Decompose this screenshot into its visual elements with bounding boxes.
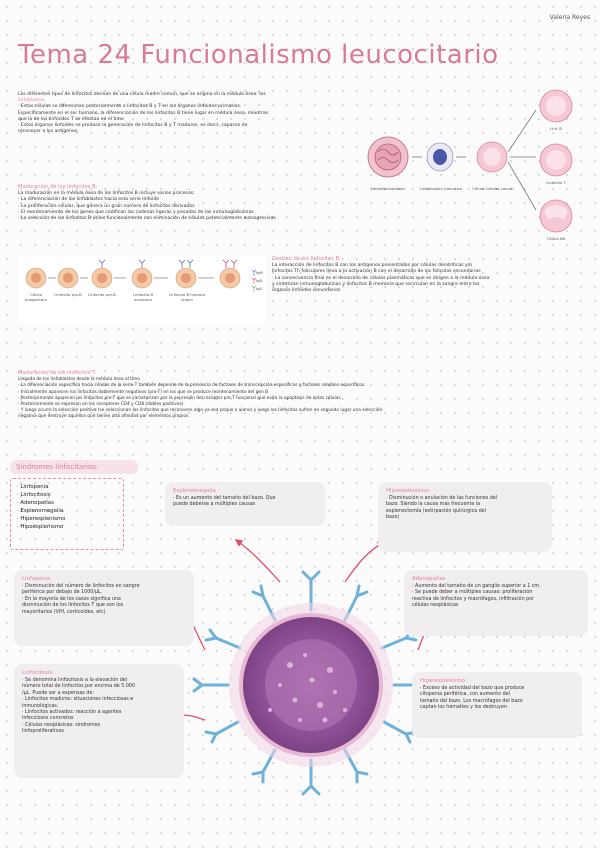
lineage-label: Linf. B — [550, 126, 562, 131]
card-line: · Se denomina linfocitosis a la elevació… — [22, 678, 128, 683]
list-item: · Hiperesplenismo — [17, 516, 66, 522]
card-line: periférica por debajo de 1000/µL. — [22, 590, 103, 596]
ig-legend: IgD — [256, 278, 263, 283]
card-line: bazo) — [386, 515, 400, 521]
list-item: · Linfopenia — [17, 484, 49, 490]
card-hiperesplenismo: Hiperesplenismo · Exceso de actividad de… — [412, 672, 582, 738]
section-title: Maduración de los linfocitos B: — [18, 184, 98, 190]
card-line: captan los hematíes y los destruyen — [420, 705, 507, 711]
intro-line: Los diferentes tipos de linfocitos deriv… — [18, 92, 266, 97]
sindromes-title: Síndromes linfocitarios: — [10, 460, 138, 474]
text-line: linfocitos Th foliculares lleva a la act… — [272, 269, 481, 275]
text-line: y sintetizan inmunoglobulinas y linfocit… — [272, 281, 480, 287]
section-title: Destino de los linfocitos B: — [272, 256, 341, 262]
section-title: Maduración de los linfocitos T: — [18, 370, 97, 376]
card-linfopenia: Linfopenia · Disminución del número de l… — [14, 570, 194, 646]
lineage-label: Célula NK — [546, 236, 566, 241]
card-line: puede deberse a múltiples causas — [173, 502, 256, 508]
ig-legend: IgG — [256, 286, 263, 291]
card-line: · Es un aumento del tamaño del bazo. Que — [173, 496, 276, 501]
card-line: · Disminución o anulación de las funcion… — [386, 496, 498, 501]
text-line: · Y luego ocurre la selección positiva (… — [18, 408, 383, 414]
intro-line: · Estos órganos linfoides se produce la … — [18, 123, 248, 129]
card-line: citopenia periférica, con aumento del — [420, 692, 510, 698]
card-line: número total de linfocitos por encima de… — [22, 684, 136, 690]
card-line: bazo. Siendo la causa más frecuente la — [386, 502, 481, 508]
card-line: · Disminución del número de linfocitos e… — [22, 584, 140, 589]
card-hipoesplenismo: Hipoesplenismo · Disminución o anulación… — [378, 482, 552, 552]
destino-b-section: Destino de los linfocitos B: La interacc… — [272, 256, 592, 294]
text-line: · El reordenamiento de los genes que cod… — [18, 209, 254, 215]
card-title: Adenopatías — [412, 576, 446, 582]
card-title: Hipoesplenismo — [386, 488, 429, 494]
text-line: · La selección de los linfocitos B útile… — [18, 216, 276, 222]
page-title: Tema 24 Funcionalismo leucocitario — [18, 40, 499, 70]
card-title: Linfopenia — [22, 576, 51, 582]
b-stage-label: Célula progenitora — [24, 292, 48, 302]
text-line: · La diferenciación de los linfoblastos … — [18, 197, 160, 203]
text-line: órganos linfoides secundarios — [272, 288, 341, 294]
lineage-label: Hematocitoblasto — [371, 186, 405, 191]
b-stage-label: Linfocito pro-B — [54, 292, 82, 297]
card-line: infecciosos concretos — [22, 716, 74, 722]
lineage-label: Linfocito T — [546, 180, 566, 185]
author-name: Valeria Reyes — [549, 14, 590, 21]
b-maturation-figure: Célula progenitora Linfocito pro-B Linfo… — [18, 256, 266, 324]
b-stage-label: Linfocito B maduro virgen — [169, 292, 205, 302]
intro-paragraph: Los diferentes tipos de linfocitos deriv… — [18, 92, 368, 135]
intro-line: linfoblastos — [18, 98, 45, 104]
card-line: mayoritarios (VIH, corticoides, etc) — [22, 609, 106, 615]
card-line: linfoproliferativos — [22, 729, 64, 735]
card-line: · Linfocitos maduros: situaciones infecc… — [22, 697, 134, 703]
maduracion-b-section: Maduración de los linfocitos B: La madur… — [18, 184, 388, 222]
maduracion-t-section: Maduración de los linfocitos T: Llegada … — [18, 370, 588, 421]
b-stage-label: Linfocito B inmaduro — [132, 292, 153, 302]
card-line: tamaño del bazo. Los macrófagos del bazo — [420, 698, 523, 704]
card-line: · Células neoplásicas: síndromes — [22, 722, 101, 728]
text-line: · Posteriormente aparecen los linfocitos… — [18, 395, 342, 401]
card-line: reactiva de linfocitos y macrófagos, inf… — [412, 596, 535, 602]
text-line: · Inicialmente aparecen los linfocitos d… — [18, 389, 269, 395]
text-line: · La proliferación celular, que genera u… — [18, 203, 195, 209]
text-line: · La diferenciación específica hacia cél… — [18, 383, 366, 389]
sindromes-list: · Linfopenia · Linfocitosis · Adenopatía… — [10, 478, 124, 550]
card-line: esplenectomía (extirpación quirúrgica de… — [386, 508, 487, 514]
card-line: inmunológicas. — [22, 703, 59, 709]
text-line: · Posteriormente se expresan en los rece… — [18, 402, 185, 408]
card-line: /µL. Puede ser a expensas de: — [22, 690, 94, 696]
card-esplenomegalia: Esplenomegalia · Es un aumento del tamañ… — [165, 482, 325, 526]
card-line: · Aumento del tamaño de un ganglio super… — [412, 584, 541, 589]
card-title: Linfocitosis — [22, 670, 53, 676]
text-line: negativa que destruye aquellos que tiene… — [18, 414, 190, 420]
intro-line: reconocer a los antígenos. — [18, 129, 79, 135]
card-line: · Exceso de actividad del bazo que produ… — [420, 686, 525, 691]
b-stage-label: Linfocito pre-B — [88, 292, 116, 297]
lineage-label: Célula linfoide común — [472, 186, 514, 191]
card-line: · Se puede deber a múltiples causas: pro… — [412, 590, 533, 596]
ig-legend: IgM — [256, 270, 263, 275]
intro-line: Específicamente en el ser humano, la dif… — [18, 110, 269, 116]
card-line: · En la mayoría de los casos significa u… — [22, 596, 121, 602]
text-line: Llegada de los linfoblastos desde la méd… — [18, 377, 140, 383]
card-line: · Linfocitos activados: reacción a agent… — [22, 710, 122, 716]
intro-line: que la de los linfocitos T se efectúa en… — [18, 116, 124, 122]
card-title: Hiperesplenismo — [420, 678, 466, 684]
list-item: · Adenopatías — [17, 500, 54, 506]
card-linfocitosis: Linfocitosis · Se denomina linfocitosis … — [14, 664, 184, 778]
list-item: · Linfocitosis — [17, 492, 51, 498]
lineage-figure: Hematocitoblasto Linfoblasto / precursor… — [358, 82, 594, 252]
card-line: disminución de los linfocitos T que son … — [22, 603, 124, 609]
lineage-label: Linfoblasto / precursor — [419, 186, 463, 191]
card-line: células neoplásicas — [412, 603, 459, 609]
lineage-diagram — [367, 89, 573, 233]
list-item: · Hipoesplenismo — [17, 524, 64, 530]
card-adenopatias: Adenopatías · Aumento del tamaño de un g… — [404, 570, 588, 636]
card-title: Esplenomegalia — [173, 488, 216, 494]
text-line: · La consecuencia final es el desarrollo… — [272, 275, 490, 281]
list-item: · Esplenomegalia — [17, 508, 64, 514]
b-maturation-diagram — [25, 259, 257, 292]
text-line: La maduración en la médula ósea de los l… — [18, 191, 195, 197]
text-line: La interacción de linfocitos B con los a… — [272, 263, 473, 269]
intro-line: · Estas células se diferencian posterior… — [18, 104, 242, 110]
